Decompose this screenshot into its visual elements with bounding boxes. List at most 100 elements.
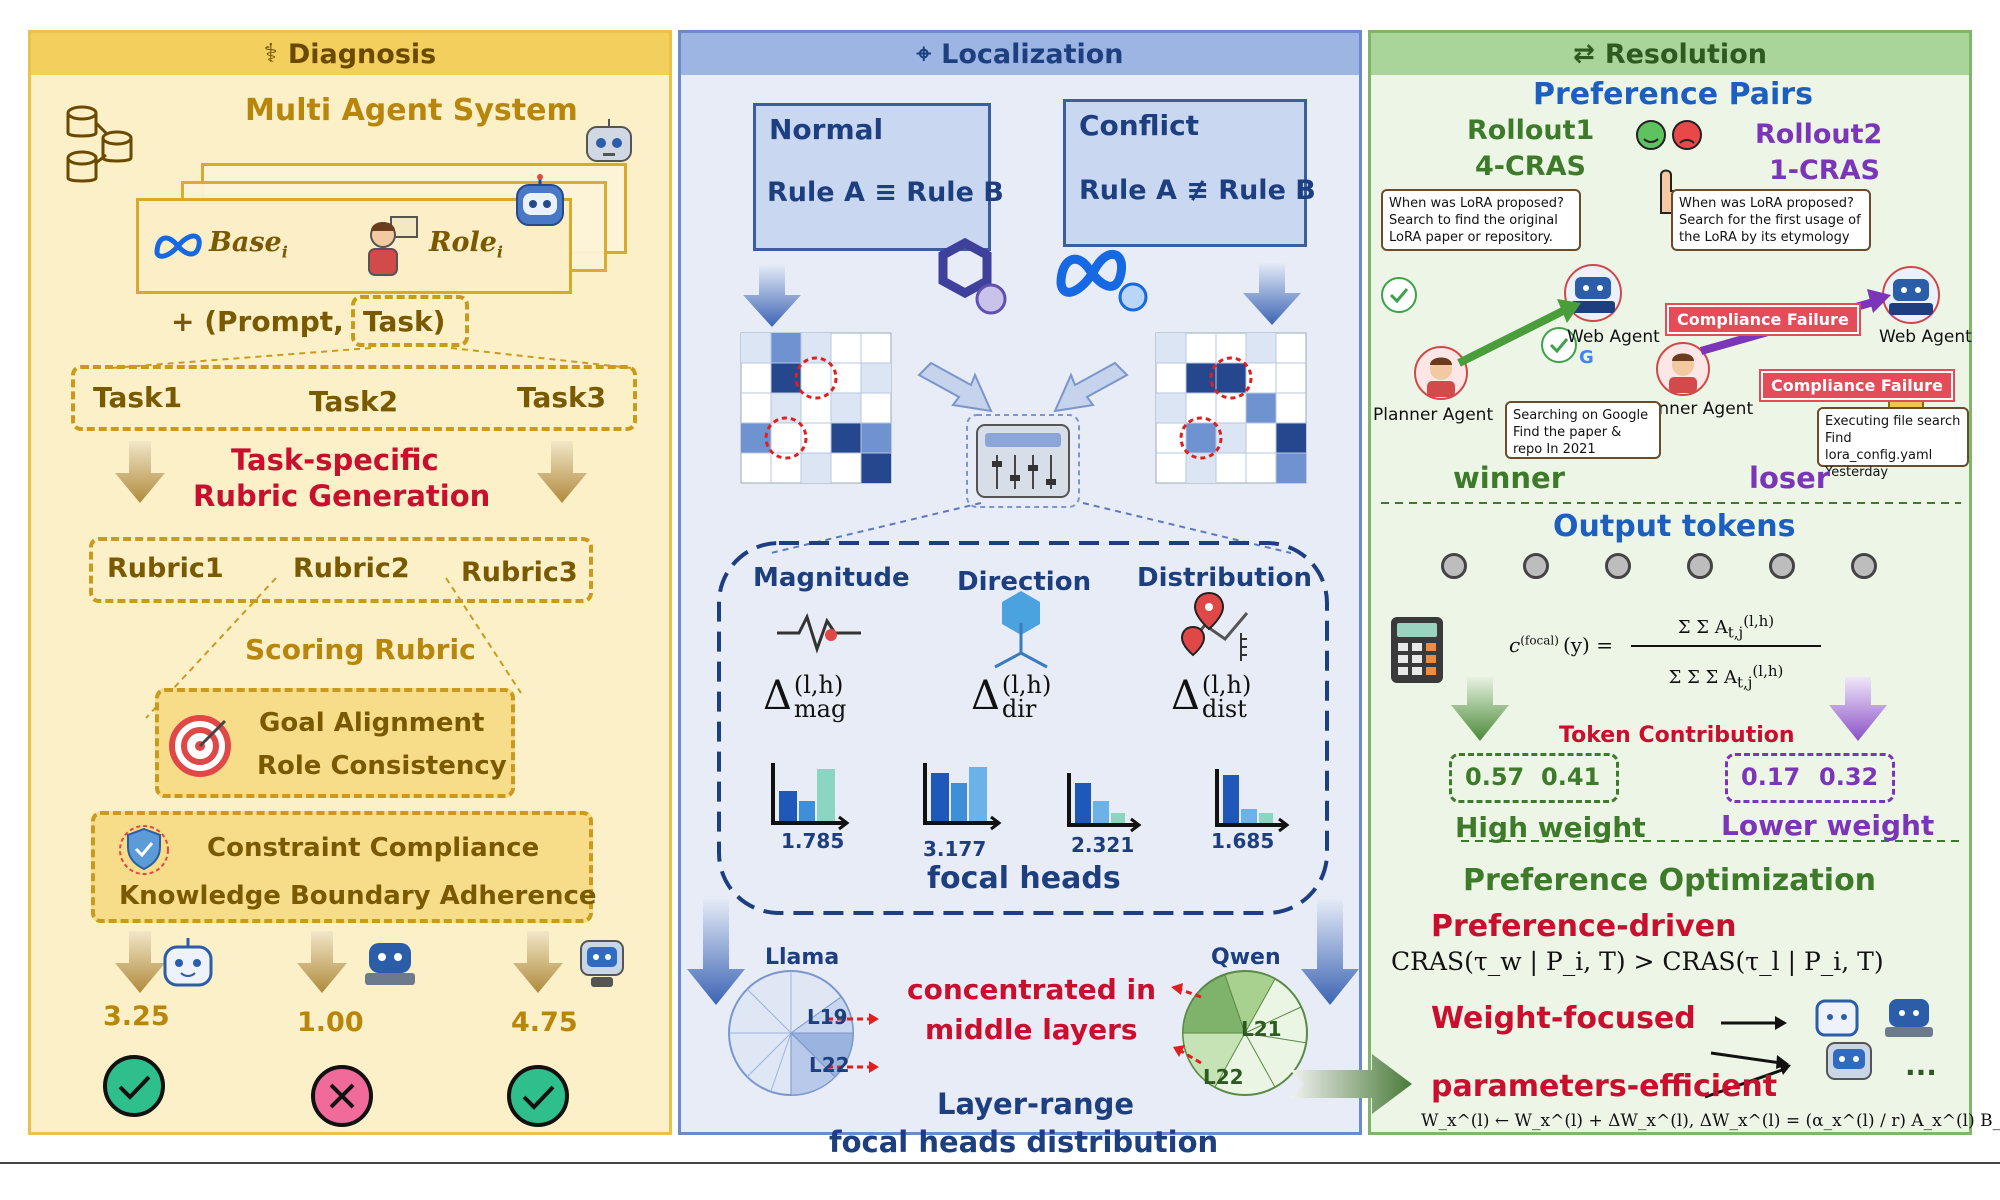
- task3-label: Task3: [517, 381, 607, 414]
- normal-attention-grid: [740, 332, 892, 484]
- rollout1-line2: 4-CRAS: [1475, 151, 1586, 182]
- diagnosis-header-label: Diagnosis: [287, 38, 437, 70]
- qwen-logo-icon: [938, 237, 1007, 315]
- conflict-box: [1063, 99, 1307, 247]
- cross-mark-icon: [311, 1065, 373, 1127]
- localization-header: ⌖ Localization: [681, 33, 1359, 75]
- robot-icon: [586, 119, 632, 162]
- score1-value: 3.25: [103, 1001, 170, 1032]
- bar-value-2: 3.177: [923, 837, 987, 861]
- cras-formula: CRAS(τ_w | P_i, T) > CRAS(τ_l | P_i, T): [1391, 947, 1884, 976]
- high-weight-label: High weight: [1455, 811, 1646, 844]
- delta-dist-formula: Δ(l,h)dist: [1171, 671, 1252, 723]
- pref-opt-title: Preference Optimization: [1463, 863, 1877, 898]
- prompt-text: + (Prompt,: [171, 305, 344, 338]
- robot-final-1-icon: [1815, 999, 1859, 1037]
- teacher-avatar-icon: [368, 216, 418, 276]
- robot-score2-icon: [365, 943, 415, 985]
- bar-icon-1: [771, 763, 850, 831]
- task-box: [351, 295, 469, 347]
- google-icon: G: [1579, 347, 1594, 368]
- robot-small-icon: [516, 174, 564, 226]
- rollout2-line2: 1-CRAS: [1769, 155, 1880, 186]
- rubric-gen-line2: Rubric Generation: [193, 479, 491, 513]
- magnitude-label: Magnitude: [753, 563, 910, 593]
- location-pin-icon: ⌖: [916, 38, 932, 69]
- normal-rule: Rule A ≡ Rule B: [767, 177, 1004, 208]
- handshake-icon: ⇄: [1573, 39, 1595, 69]
- shield-check-icon: [119, 825, 169, 875]
- localization-header-label: Localization: [941, 38, 1124, 70]
- web-agent-2-label: Web Agent: [1879, 327, 1972, 347]
- planner-agent-1-label: Planner Agent: [1373, 405, 1494, 425]
- preference-pairs-title: Preference Pairs: [1533, 77, 1813, 112]
- check-mark-2-icon: [507, 1065, 569, 1127]
- robot-score3-icon: [580, 940, 624, 987]
- token-dot: [1441, 553, 1467, 579]
- goal-alignment-label: Goal Alignment: [259, 708, 485, 738]
- scoring-title: Scoring Rubric: [245, 633, 476, 666]
- high-values-box: [1449, 753, 1619, 803]
- query-bubble-2: When was LoRA proposed? Search for the f…: [1671, 189, 1871, 251]
- rubric1-label: Rubric1: [107, 553, 224, 584]
- task2-label: Task2: [309, 385, 399, 418]
- meta-logo-icon: [154, 233, 202, 259]
- conflict-attention-grid: [1155, 332, 1307, 484]
- knowledge-boundary-label: Knowledge Boundary Adherence: [119, 881, 597, 911]
- robot-final-2-icon: [1885, 999, 1933, 1037]
- robot-score1-icon: [163, 938, 213, 987]
- query-bubble-1: When was LoRA proposed? Search to find t…: [1381, 189, 1581, 251]
- diagnosis-header: ⚕ Diagnosis: [31, 33, 669, 75]
- compliance-failure-tag-1: Compliance Failure: [1665, 303, 1861, 336]
- mixer-console-icon: [966, 414, 1080, 508]
- constraint-box: [91, 811, 593, 923]
- output-tokens-title: Output tokens: [1553, 509, 1796, 544]
- bar-value-3: 2.321: [1071, 833, 1135, 857]
- update-formula: W_x^(l) ← W_x^(l) + ΔW_x^(l), ΔW_x^(l) =…: [1421, 1111, 2000, 1131]
- role-label: Rolei: [429, 227, 503, 262]
- compliance-failure-tag-2: Compliance Failure: [1759, 369, 1955, 402]
- loser-label: loser: [1749, 461, 1831, 495]
- llama-layer-l19: L19: [807, 1005, 848, 1029]
- high-value-1: 0.57: [1465, 763, 1525, 791]
- planner-avatar-2-icon: [1656, 342, 1710, 396]
- mas-title: Multi Agent System: [245, 93, 578, 128]
- low-value-2: 0.32: [1819, 763, 1879, 791]
- focal-denominator: Σ Σ Σ At,j(l,h): [1668, 662, 1784, 692]
- resolution-graphics: G: [1381, 264, 1961, 1099]
- normal-box: [753, 103, 991, 251]
- rubric-gen-line1: Task-specific: [231, 443, 439, 477]
- constraint-compliance-label: Constraint Compliance: [207, 833, 540, 863]
- token-dot: [1523, 553, 1549, 579]
- token-dot: [1851, 553, 1877, 579]
- task-label: Task): [363, 305, 446, 338]
- resolution-panel: ⇄ Resolution Preference Pairs Rollout1 4…: [1368, 30, 2000, 1135]
- base-label: Basei: [209, 227, 288, 262]
- qwen-pie-chart: [1182, 970, 1308, 1096]
- check-badge-2-icon: [1541, 327, 1577, 363]
- token-dot: [1687, 553, 1713, 579]
- bar-icon-3: [1067, 773, 1142, 833]
- search-result-bubble: Searching on Google Find the paper & rep…: [1505, 401, 1661, 459]
- rubric3-label: Rubric3: [461, 557, 578, 588]
- rollout2-line1: Rollout2: [1755, 119, 1883, 150]
- robot-final-3-icon: [1826, 1042, 1872, 1080]
- param-efficient-label: parameters-efficient: [1431, 1069, 1778, 1104]
- qwen-layer-l22: L22: [1203, 1065, 1244, 1089]
- llama-layer-l22: L22: [809, 1053, 850, 1077]
- rubric2-label: Rubric2: [293, 553, 410, 584]
- llama-label: Llama: [765, 945, 840, 970]
- check-badge-1-icon: [1381, 277, 1417, 313]
- lower-weight-label: Lower weight: [1721, 809, 1935, 842]
- concentrated-line1: concentrated in: [907, 973, 1157, 1006]
- focal-numerator: Σ Σ At,j(l,h): [1677, 612, 1775, 642]
- tasks-box: [71, 365, 637, 431]
- layer-range-line1: Layer-range: [937, 1087, 1135, 1121]
- conflict-rule: Rule A ≢ Rule B: [1079, 175, 1316, 206]
- rubrics-box: [89, 537, 593, 603]
- delta-dir-formula: Δ(l,h)dir: [971, 671, 1052, 723]
- check-mark-1-icon: [103, 1055, 165, 1117]
- planner-avatar-1-icon: [1414, 346, 1468, 400]
- weight-focused-label: Weight-focused: [1431, 1001, 1696, 1036]
- heartbeat-icon: [777, 613, 861, 654]
